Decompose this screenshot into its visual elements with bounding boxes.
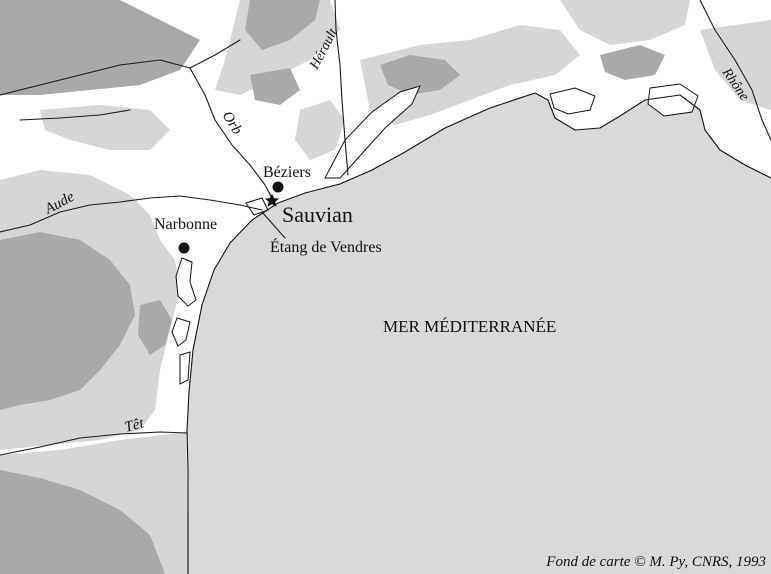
mountain-patch <box>245 0 320 50</box>
hill-patch <box>700 20 771 110</box>
mountain-patch <box>600 45 665 80</box>
lagoon <box>179 351 191 385</box>
narbonne-dot <box>178 242 190 254</box>
map-credit: Fond de carte © M. Py, CNRS, 1993 <box>545 554 766 570</box>
connector-line <box>261 211 286 239</box>
map-labels: Béziers Narbonne Sauvian Étang de Vendre… <box>41 25 766 570</box>
rivers <box>0 0 771 456</box>
hill-patch <box>560 0 690 45</box>
coastline <box>186 92 771 574</box>
river-label-tet: Têt <box>123 415 146 436</box>
beziers-dot <box>272 181 284 193</box>
lagoon <box>171 317 191 347</box>
lagoon-label-vendres: Étang de Vendres <box>270 237 382 256</box>
sea-label: MER MÉDITERRANÉE <box>383 317 556 336</box>
lagoon <box>647 83 699 117</box>
hill-patch <box>40 105 170 150</box>
sauvian-star <box>265 193 279 207</box>
relief-mountains <box>0 0 665 574</box>
lagoons <box>171 83 699 385</box>
hill-patch <box>295 100 345 160</box>
river-tributary-line <box>0 39 241 96</box>
mountain-patch <box>380 55 460 95</box>
mountain-patch <box>0 232 135 410</box>
coast-line <box>186 92 771 574</box>
river-tributary-line <box>19 109 131 121</box>
town-label-narbonne: Narbonne <box>154 216 217 233</box>
sea-area <box>187 93 771 574</box>
sea <box>187 93 771 574</box>
mountain-patch <box>250 68 300 105</box>
mountain-patch <box>138 300 172 355</box>
lagoon <box>175 257 197 307</box>
river-aude-line <box>0 195 263 233</box>
river-orb-line <box>189 67 273 199</box>
river-herault-line <box>334 0 349 176</box>
lagoon <box>549 87 596 115</box>
town-label-beziers: Béziers <box>263 164 311 181</box>
site-label-sauvian: Sauvian <box>282 202 353 227</box>
river-tet-line <box>0 431 188 456</box>
river-rhone-line <box>699 0 771 141</box>
mountain-patch <box>0 470 165 574</box>
hill-patch <box>360 25 580 125</box>
mountain-patch <box>0 0 200 95</box>
lagoon <box>324 85 421 179</box>
map-markers <box>178 181 284 254</box>
river-label-orb: Orb <box>219 109 246 138</box>
